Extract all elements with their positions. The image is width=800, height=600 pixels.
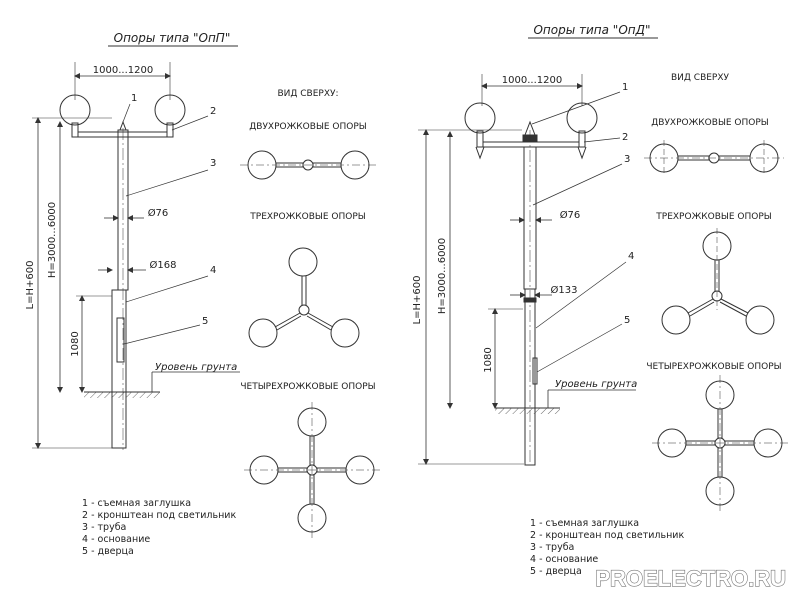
right-legend-item-2: 2 - кронштеан под светильник [530, 530, 684, 541]
right-bracket-arm [482, 141, 580, 148]
right-title: Опоры типа "ОпД" [533, 23, 650, 37]
left-callout-3: 3 [210, 158, 216, 169]
right-topview-two-arm [644, 140, 784, 176]
right-callout-3: 3 [624, 154, 630, 165]
watermark: PROELECTRO.RU [595, 566, 786, 591]
left-bracket-width-label: 1000...1200 [93, 65, 153, 76]
right-lamp-1 [464, 102, 496, 134]
left-topview-four-arm [244, 402, 380, 538]
right-legend-item-4: 4 - основание [530, 554, 598, 565]
right-callout-4: 4 [628, 251, 634, 262]
right-lamp-tip-2 [577, 146, 587, 160]
right-drawing: Опоры типа "ОпД" 1000...1200 Ø76 Ø133 [412, 23, 788, 577]
left-lamp-holder-1 [71, 122, 79, 138]
right-legend-item-3: 3 - труба [530, 542, 574, 553]
left-ground-hatch [84, 392, 160, 398]
right-door [532, 357, 538, 385]
right-total-length-label: L=H+600 [412, 276, 423, 325]
right-topview-three-arm [661, 228, 775, 335]
right-lamp-tip-1 [475, 146, 485, 160]
left-total-length-label: L=H+600 [25, 261, 36, 310]
right-ground-hatch [495, 408, 560, 414]
right-topview-four-arm [652, 375, 788, 511]
left-base [111, 289, 127, 449]
left-height-label: H=3000...6000 [47, 202, 58, 278]
right-ground-label: Уровень грунта [555, 379, 637, 390]
left-bracket-arm [77, 131, 168, 138]
left-lamp-1 [59, 94, 91, 126]
right-height-label: H=3000...6000 [437, 238, 448, 314]
right-callout-2: 2 [622, 132, 628, 143]
right-bracket-width-label: 1000...1200 [502, 75, 562, 86]
right-base [524, 288, 536, 466]
right-base-diameter-label: Ø133 [551, 284, 578, 296]
left-topview-two-arm [240, 150, 378, 180]
right-topview-heading: ВИД СВЕРХУ [671, 73, 730, 83]
right-base-collar [523, 297, 537, 303]
right-legend-item-5: 5 - дверца [530, 566, 582, 577]
left-callout-5: 5 [202, 316, 208, 327]
right-topview-two-label: ДВУХРОЖКОВЫЕ ОПОРЫ [651, 118, 769, 128]
right-lamp-2 [566, 102, 598, 134]
left-pipe-diameter-label: Ø76 [148, 207, 169, 219]
right-lamp-holder-1 [476, 130, 484, 148]
right-topview-three-label: ТРЕХРОЖКОВЫЕ ОПОРЫ [655, 212, 771, 222]
left-lamp-2 [154, 94, 186, 126]
right-callout-5: 5 [624, 315, 630, 326]
left-legend-item-3: 3 - труба [82, 522, 126, 533]
left-legend-item-5: 5 - дверца [82, 546, 134, 557]
left-topview-three-arm [248, 247, 360, 348]
left-door [116, 317, 125, 363]
left-callout-2: 2 [210, 106, 216, 117]
left-base-diameter-label: Ø168 [150, 259, 177, 271]
left-legend-item-2: 2 - кронштеан под светильник [82, 510, 236, 521]
left-drawing: Опоры типа "ОпП" 1000...1200 Ø76 Ø168 L=… [25, 31, 380, 557]
right-pole-cap [524, 120, 536, 136]
right-topview-four-label: ЧЕТЫРЕХРОЖКОВЫЕ ОПОРЫ [646, 362, 781, 372]
left-topview-heading: ВИД СВЕРХУ: [277, 89, 338, 99]
right-callout-1: 1 [622, 82, 628, 93]
left-door-height-label: 1080 [70, 331, 81, 356]
right-door-height-label: 1080 [483, 347, 494, 372]
left-legend-item-4: 4 - основание [82, 534, 150, 545]
right-lamp-holder-2 [578, 130, 586, 148]
right-legend-item-1: 1 - съемная заглушка [530, 518, 639, 529]
right-pipe-diameter-label: Ø76 [560, 209, 581, 221]
left-title: Опоры типа "ОпП" [114, 31, 231, 45]
left-callout-4: 4 [210, 265, 216, 276]
left-lamp-holder-2 [166, 122, 174, 138]
left-topview-three-label: ТРЕХРОЖКОВЫЕ ОПОРЫ [249, 212, 365, 222]
left-topview-four-label: ЧЕТЫРЕХРОЖКОВЫЕ ОПОРЫ [240, 382, 375, 392]
left-callout-1: 1 [131, 93, 137, 104]
left-topview-two-label: ДВУХРОЖКОВЫЕ ОПОРЫ [249, 122, 367, 132]
left-legend-item-1: 1 - съемная заглушка [82, 498, 191, 509]
left-ground-label: Уровень грунта [155, 362, 237, 373]
